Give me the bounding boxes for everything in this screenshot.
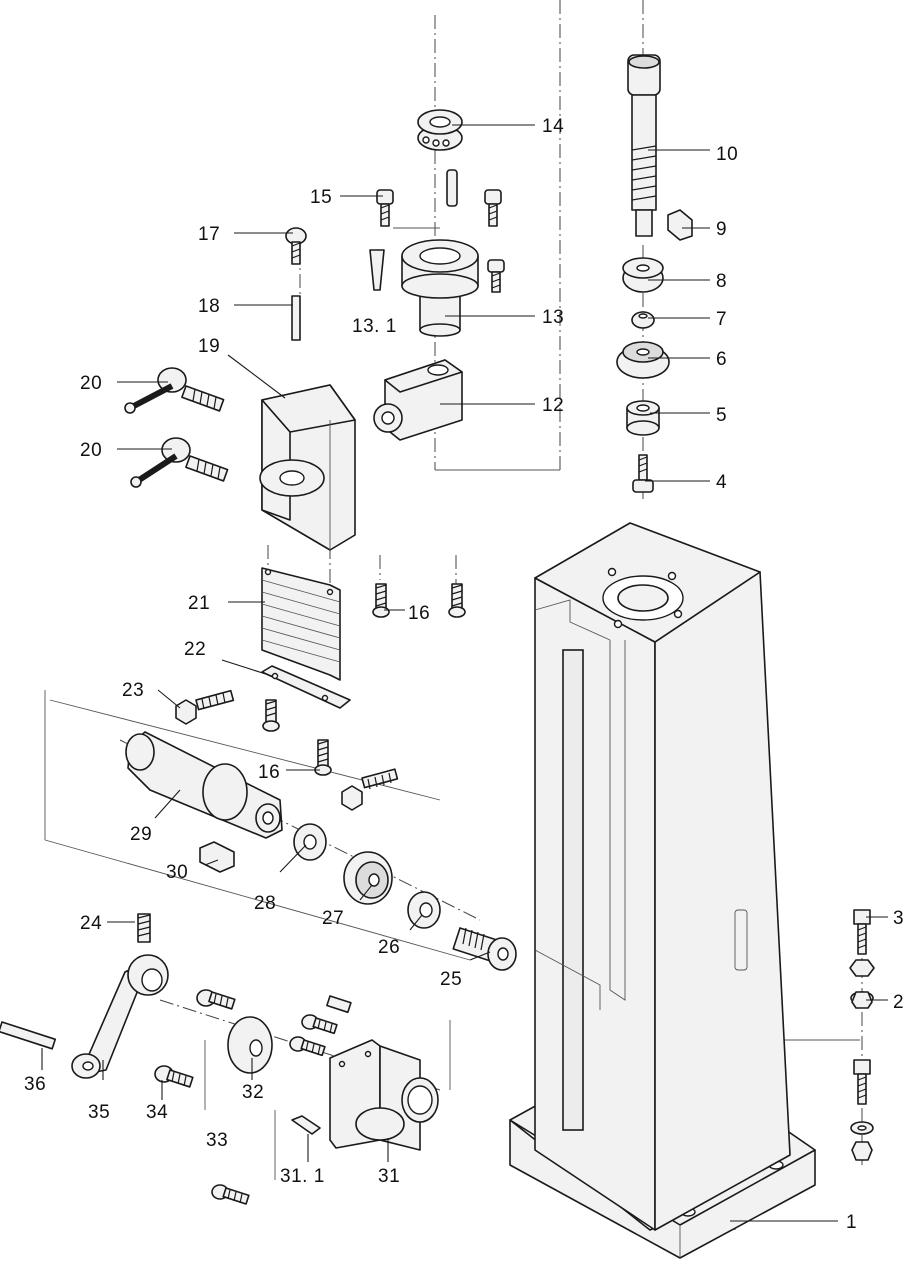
label-20-bottom: 20 bbox=[80, 440, 102, 461]
part-12-housing bbox=[373, 359, 463, 441]
part-30-key bbox=[199, 841, 235, 873]
label-1: 1 bbox=[846, 1212, 857, 1233]
label-21: 21 bbox=[188, 593, 210, 614]
part-27-bevel-gear bbox=[343, 851, 393, 905]
part-25-threaded-hub bbox=[452, 927, 517, 971]
part-19-saddle-block bbox=[259, 384, 356, 551]
part-31-bracket bbox=[329, 1039, 439, 1151]
part-16-screw-mid-b bbox=[314, 739, 332, 776]
label-27: 27 bbox=[322, 908, 344, 929]
label-14: 14 bbox=[542, 116, 564, 137]
label-33: 33 bbox=[206, 1130, 228, 1151]
part-20-lock-lever-bottom bbox=[130, 437, 229, 488]
part-36-pin bbox=[0, 1021, 57, 1050]
part-34-screw bbox=[154, 1065, 194, 1088]
label-29: 29 bbox=[130, 824, 152, 845]
bolt-right-of-16 bbox=[341, 768, 399, 811]
part-26-washer bbox=[407, 891, 441, 929]
part-13-1-pin bbox=[369, 249, 385, 291]
part-3-bolt bbox=[853, 909, 871, 955]
part-15-screw bbox=[376, 189, 394, 227]
part-17-screw bbox=[285, 227, 307, 265]
label-12: 12 bbox=[542, 395, 564, 416]
screw-right-13 bbox=[487, 259, 505, 293]
label-16-mid: 16 bbox=[258, 762, 280, 783]
part-6-bevel-gear bbox=[616, 341, 670, 379]
part-33-screw bbox=[211, 1184, 250, 1205]
label-22: 22 bbox=[184, 639, 206, 660]
part-10-shaft bbox=[627, 54, 661, 237]
part-20-lock-lever-top bbox=[124, 367, 225, 414]
label-8: 8 bbox=[716, 271, 727, 292]
label-18: 18 bbox=[198, 296, 220, 317]
part-9-key bbox=[667, 209, 693, 241]
lower-bolt-set bbox=[850, 1059, 874, 1161]
part-21-gib-stack bbox=[261, 567, 341, 681]
part-28-bushing bbox=[293, 823, 327, 861]
leader-lines bbox=[41, 124, 888, 1222]
label-35: 35 bbox=[88, 1102, 110, 1123]
label-17: 17 bbox=[198, 224, 220, 245]
label-24: 24 bbox=[80, 913, 102, 934]
screw-right-15 bbox=[484, 189, 502, 227]
label-15: 15 bbox=[310, 187, 332, 208]
part-13-flange bbox=[401, 239, 479, 337]
label-31-1: 31. 1 bbox=[280, 1166, 325, 1187]
label-13-1: 13. 1 bbox=[352, 316, 397, 337]
label-2: 2 bbox=[893, 992, 904, 1013]
part-5-bushing bbox=[626, 400, 660, 436]
label-6: 6 bbox=[716, 349, 727, 370]
label-4: 4 bbox=[716, 472, 727, 493]
label-26: 26 bbox=[378, 937, 400, 958]
part-8-collar bbox=[622, 257, 664, 293]
label-25: 25 bbox=[440, 969, 462, 990]
label-13: 13 bbox=[542, 307, 564, 328]
label-5: 5 bbox=[716, 405, 727, 426]
part-14-bearing bbox=[417, 109, 463, 151]
label-23: 23 bbox=[122, 680, 144, 701]
part-7-nut bbox=[631, 311, 655, 329]
pin-under-14 bbox=[446, 169, 458, 207]
part-4-bolt bbox=[632, 454, 654, 493]
label-19: 19 bbox=[198, 336, 220, 357]
screw-near-32 bbox=[196, 989, 236, 1010]
label-16-top: 16 bbox=[408, 603, 430, 624]
label-34: 34 bbox=[146, 1102, 168, 1123]
label-10: 10 bbox=[716, 144, 738, 165]
part-23-bolt bbox=[175, 689, 235, 725]
part-labels: 1 2 3 4 5 6 7 8 9 10 12 13 13. 1 14 15 1… bbox=[24, 116, 904, 1233]
part-18-gib-strip bbox=[291, 295, 301, 341]
part-2-nut-washer bbox=[849, 959, 875, 1009]
label-28: 28 bbox=[254, 893, 276, 914]
part-31-1-pin bbox=[291, 1115, 321, 1135]
part-16-screw-mid-a bbox=[262, 699, 280, 732]
screws-near-31 bbox=[289, 995, 352, 1057]
label-9: 9 bbox=[716, 219, 727, 240]
label-7: 7 bbox=[716, 309, 727, 330]
label-32: 32 bbox=[242, 1082, 264, 1103]
part-24-spring bbox=[137, 913, 151, 943]
label-3: 3 bbox=[893, 908, 904, 929]
part-29-pinion-shaft bbox=[125, 731, 283, 839]
part-32-flange-disc bbox=[227, 1016, 273, 1074]
label-36: 36 bbox=[24, 1074, 46, 1095]
label-20-top: 20 bbox=[80, 373, 102, 394]
part-35-crank-handle bbox=[71, 954, 169, 1079]
label-30: 30 bbox=[166, 862, 188, 883]
label-31: 31 bbox=[378, 1166, 400, 1187]
part-16-screw-top-a bbox=[372, 583, 390, 618]
part-16-screw-top-b bbox=[448, 583, 466, 618]
part-1-column bbox=[509, 522, 816, 1259]
part-22-gib-plate bbox=[261, 665, 351, 709]
